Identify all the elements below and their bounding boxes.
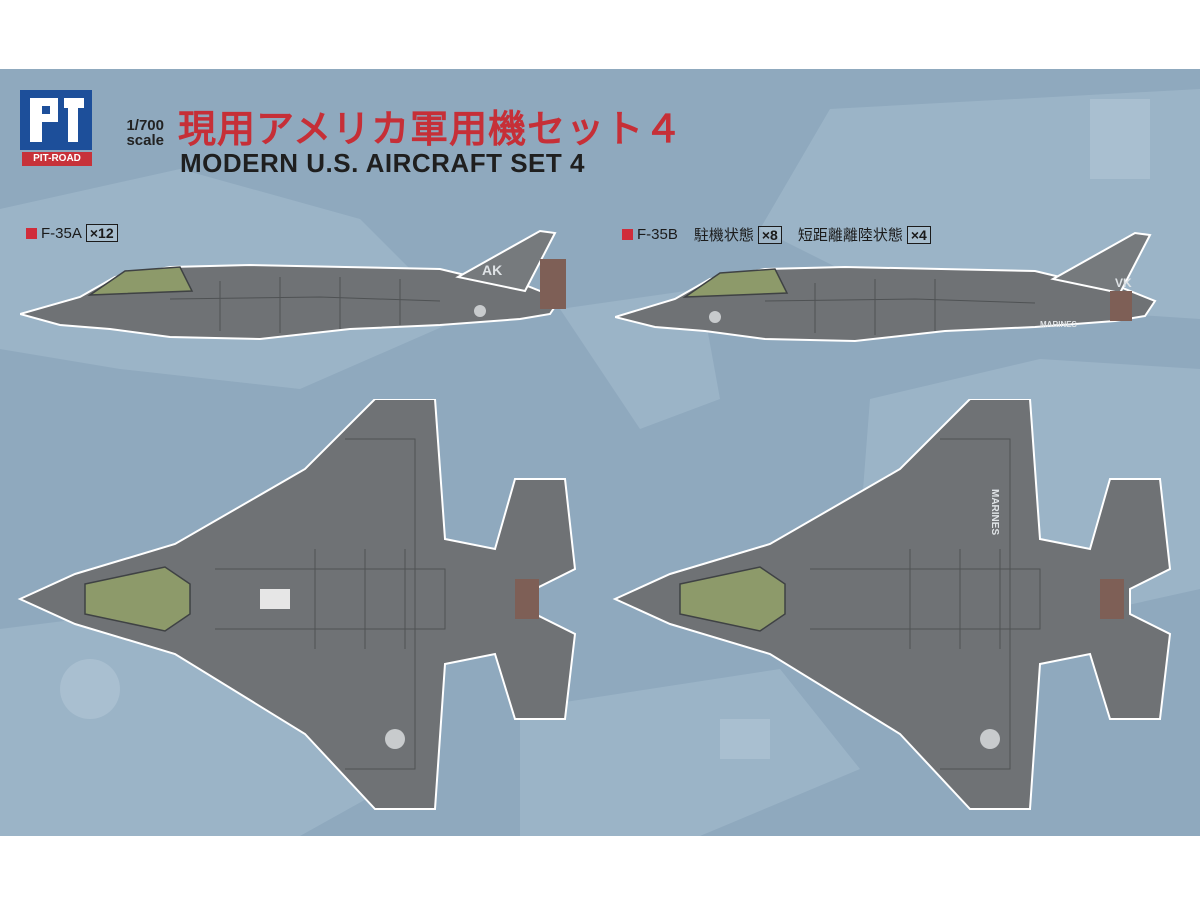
scale-label: 1/700 scale	[104, 118, 164, 148]
variant-quantity-stol: ×4	[906, 225, 931, 244]
f35a-side-view-icon: AK	[20, 229, 566, 341]
f35b-tail-code: VK	[1115, 276, 1132, 290]
red-square-icon	[622, 229, 633, 240]
pit-road-logo-icon	[20, 90, 92, 150]
f35b-top-view-icon: MARINES	[612, 399, 1172, 810]
f35a-top-view-icon	[17, 399, 577, 810]
title-japanese: 現用アメリカ軍用機セット４	[178, 107, 684, 151]
logo-text: PIT-ROAD	[22, 152, 92, 166]
scale-word: scale	[126, 132, 164, 149]
variant-name: F-35B	[637, 226, 678, 243]
scale-ratio: 1/700	[126, 117, 164, 134]
artwork-panel: AK VK MARINES	[0, 69, 1200, 836]
red-square-icon	[26, 227, 37, 239]
variant-name: F-35A	[41, 224, 82, 242]
f35b-top-marines: MARINES	[989, 489, 1000, 535]
title-english: MODERN U.S. AIRCRAFT SET 4	[180, 148, 585, 178]
f35b-side-marines: MARINES	[1040, 320, 1078, 329]
f35b-side-view-icon: VK MARINES	[615, 231, 1157, 343]
variant-f35a-label: F-35A ×12	[26, 224, 118, 242]
variant-state-stol: 短距離離陸状態	[797, 227, 903, 244]
variant-quantity: ×12	[85, 224, 118, 242]
f35a-tail-code: AK	[482, 262, 502, 278]
variant-f35b-label: F-35B 駐機状態 ×8 短距離離陸状態 ×4	[622, 224, 931, 245]
variant-state-parked: 駐機状態	[693, 227, 754, 244]
variant-quantity-parked: ×8	[757, 225, 782, 244]
